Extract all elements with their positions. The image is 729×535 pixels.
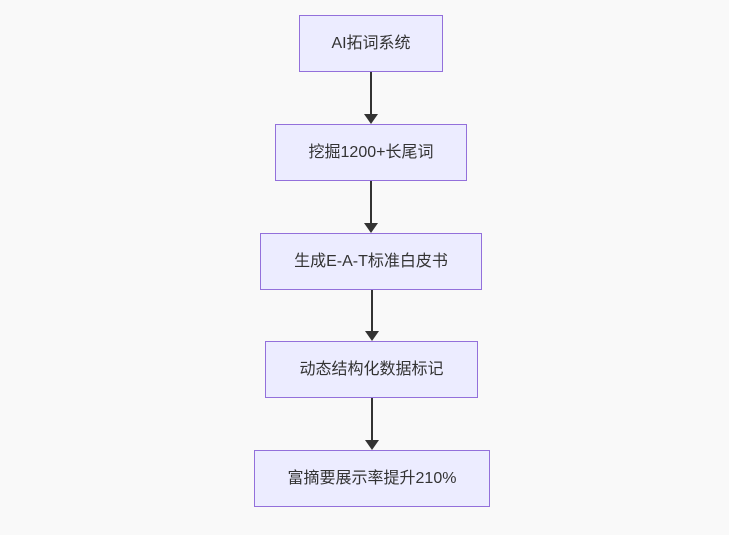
flowchart-node-label: 挖掘1200+长尾词 [308, 143, 434, 161]
flowchart-node-label: 生成E-A-T标准白皮书 [294, 252, 448, 270]
flow-edge-line [371, 398, 373, 441]
flow-edge-line [370, 181, 372, 224]
arrow-head-icon [365, 440, 379, 450]
flowchart-node-d: 动态结构化数据标记 [265, 341, 478, 398]
flow-edge-line [371, 290, 373, 332]
flowchart-node-label: 动态结构化数据标记 [299, 360, 444, 378]
arrow-head-icon [365, 331, 379, 341]
flowchart-node-a: AI拓词系统 [299, 15, 443, 72]
flowchart-node-b: 挖掘1200+长尾词 [275, 124, 467, 181]
flowchart-node-e: 富摘要展示率提升210% [254, 450, 490, 507]
flowchart-node-label: AI拓词系统 [331, 34, 411, 52]
flowchart-node-label: 富摘要展示率提升210% [287, 469, 457, 487]
arrow-head-icon [364, 114, 378, 124]
flow-edge-line [370, 72, 372, 115]
arrow-head-icon [364, 223, 378, 233]
flowchart-node-c: 生成E-A-T标准白皮书 [260, 233, 482, 290]
